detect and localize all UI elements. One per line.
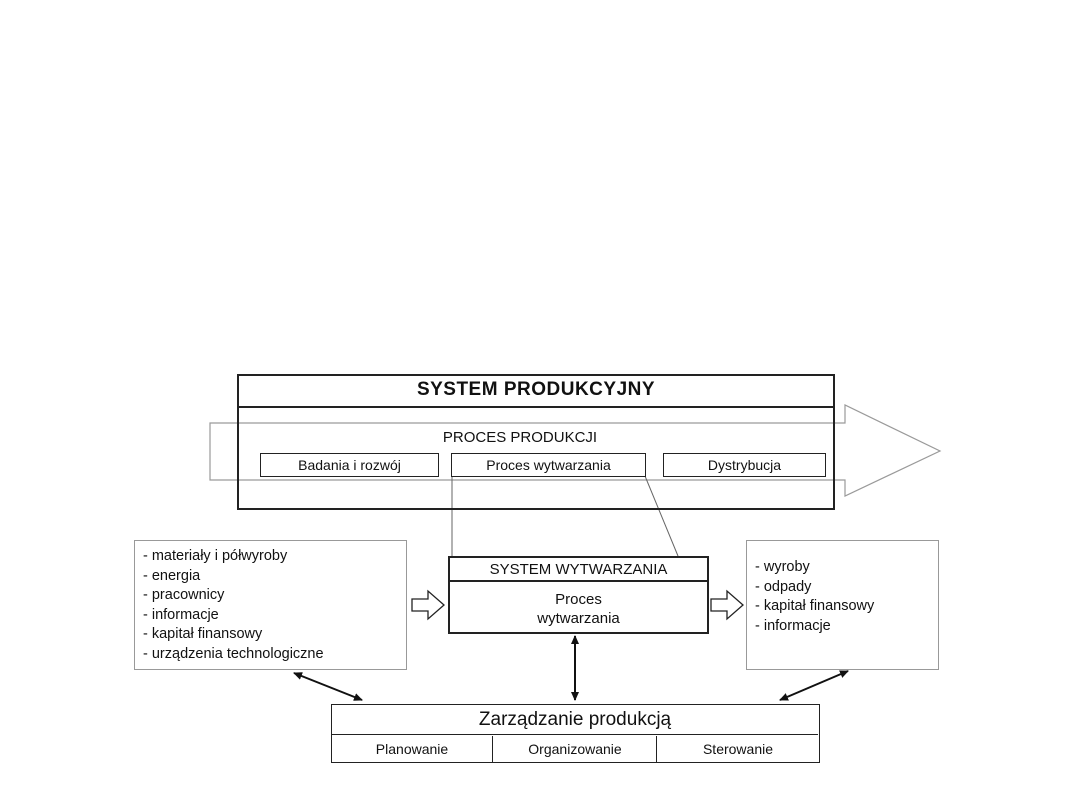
manufacturing-system-title: SYSTEM WYTWARZANIA (450, 558, 707, 582)
management-box: Zarządzanie produkcją Planowanie Organiz… (331, 704, 820, 763)
output-item: - odpady (755, 578, 812, 595)
inputs-management-arrow (293, 672, 363, 701)
inputs-box: - materiały i półwyroby - energia - prac… (134, 540, 407, 670)
management-function-planning: Planowanie (332, 736, 493, 762)
production-system-title-divider (237, 406, 835, 408)
management-function-controlling: Sterowanie (702, 741, 774, 757)
production-system-box (237, 374, 835, 510)
manufacturing-process-line2: wytwarzania (537, 609, 620, 627)
output-flow-arrow (710, 589, 744, 621)
management-function-organizing: Organizowanie (494, 736, 657, 762)
input-flow-arrow (411, 589, 445, 621)
stage-manufacturing: Proces wytwarzania (451, 453, 646, 477)
stage-research: Badania i rozwój (260, 453, 439, 477)
manufacturing-process-line1: Proces (555, 590, 602, 608)
input-item: - urządzenia technologiczne (143, 645, 324, 662)
outputs-management-arrow (779, 670, 849, 701)
stage-distribution: Dystrybucja (663, 453, 826, 477)
input-item: - pracownicy (143, 587, 225, 604)
production-process-label: PROCES PRODUKCJI (442, 428, 598, 446)
connector-line-right (644, 475, 679, 557)
outputs-box: - wyroby - odpady - kapitał finansowy - … (746, 540, 939, 670)
input-item: - energia (143, 567, 201, 584)
output-item: - kapitał finansowy (755, 598, 875, 615)
production-system-title: SYSTEM PRODUKCYJNY (416, 379, 656, 400)
output-item: - wyroby (755, 559, 810, 575)
manufacturing-system-box: SYSTEM WYTWARZANIA Proces wytwarzania (448, 556, 709, 634)
management-title: Zarządzanie produkcją (332, 705, 818, 735)
input-item: - informacje (143, 606, 219, 623)
output-item: - informacje (755, 617, 831, 634)
input-item: - materiały i półwyroby (143, 548, 288, 564)
input-item: - kapitał finansowy (143, 626, 263, 643)
